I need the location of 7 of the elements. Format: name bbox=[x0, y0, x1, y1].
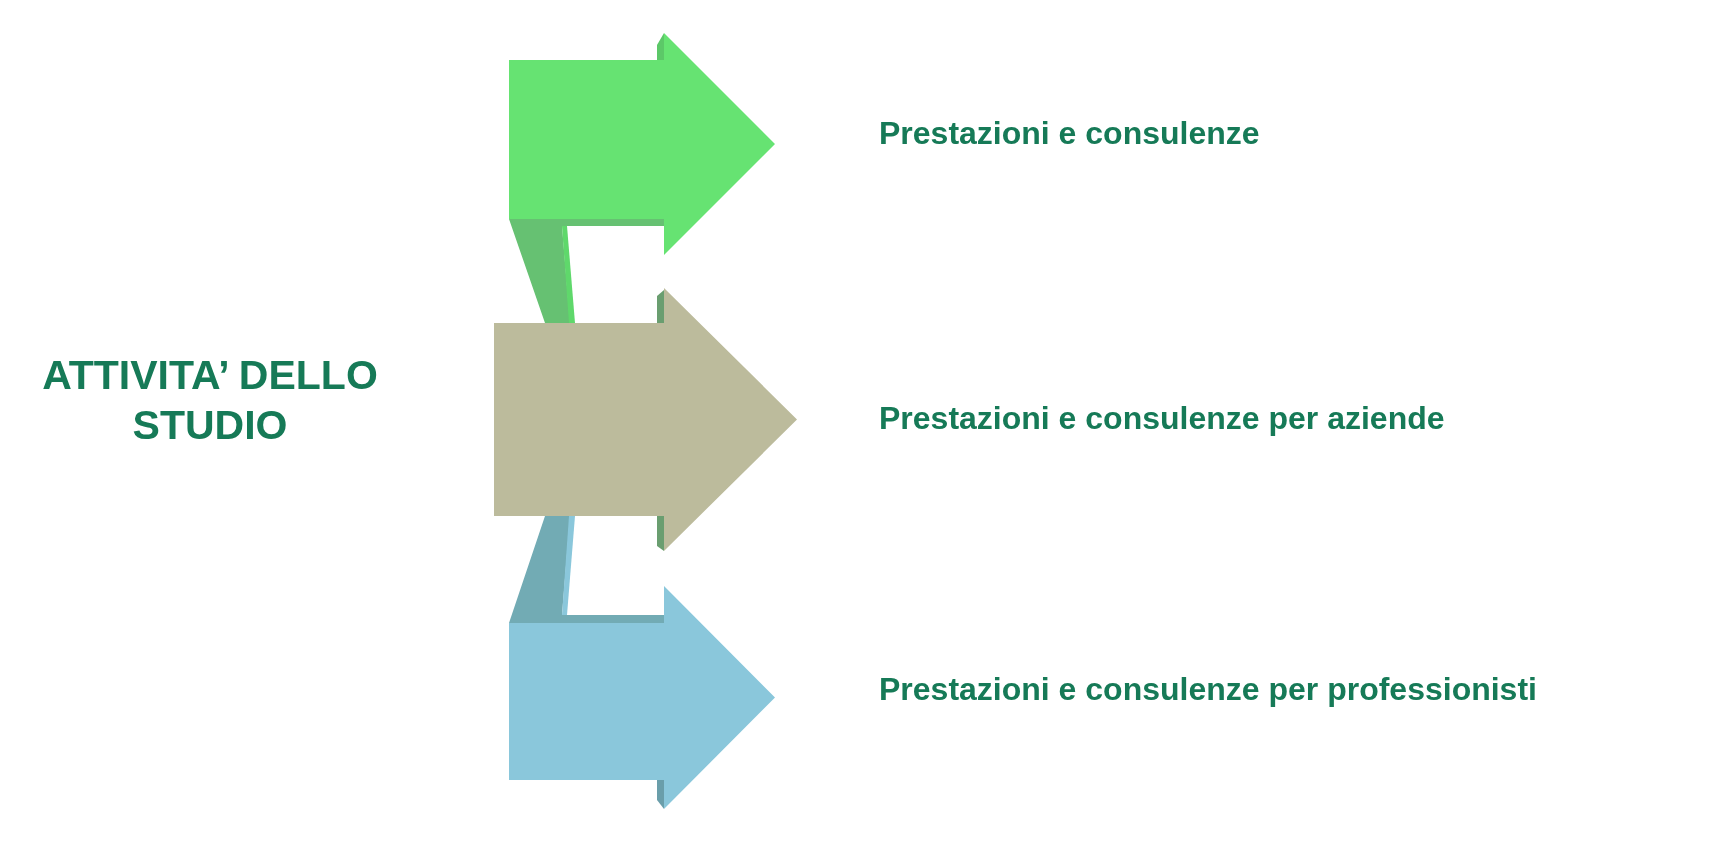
arrow-shape bbox=[494, 288, 797, 551]
heading-text: ATTIVITA’ DELLO STUDIO bbox=[41, 351, 379, 450]
list-item-text: Prestazioni e consulenze per professionisti bbox=[879, 670, 1537, 708]
arrow-shape bbox=[509, 33, 775, 255]
arrow-shape bbox=[509, 586, 775, 809]
list-item-text: Prestazioni e consulenze per aziende bbox=[879, 399, 1445, 437]
list-item-text: Prestazioni e consulenze bbox=[879, 114, 1260, 152]
